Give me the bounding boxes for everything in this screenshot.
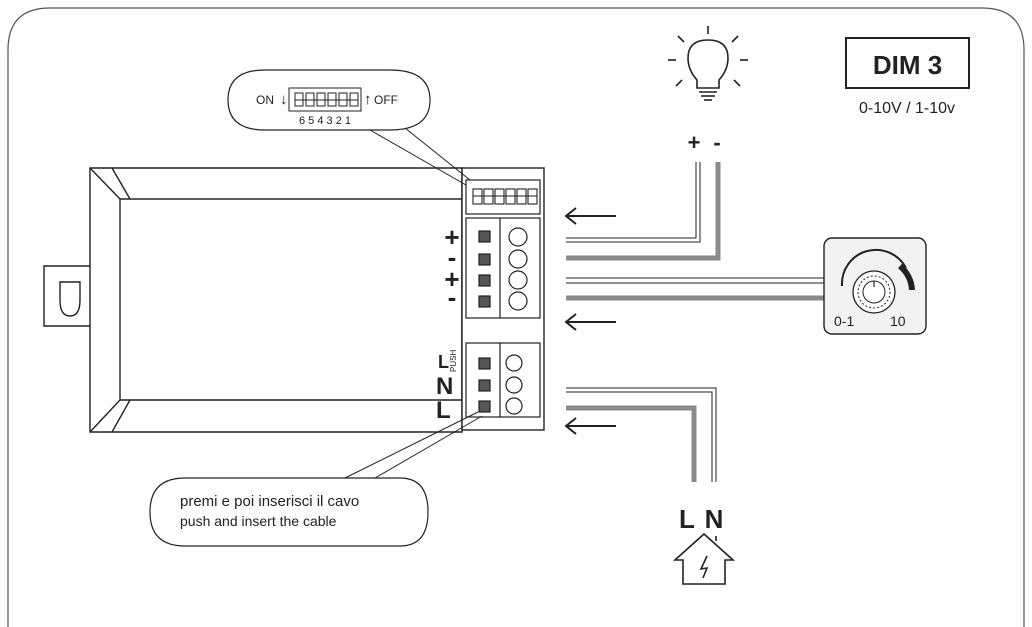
arrow-left-icon: [564, 417, 616, 435]
potentiometer-max-label: 10: [890, 313, 906, 329]
house-power-icon: [672, 532, 736, 585]
mains-terminal-block: [465, 342, 541, 418]
light-bulb-icon: [668, 26, 748, 101]
dim3-badge: DIM 3 0-10V / 1-10v: [845, 37, 970, 117]
push-label: PUSH: [449, 350, 458, 372]
badge-title: DIM 3: [873, 50, 942, 80]
mains-label-n: N: [436, 373, 453, 400]
dip-on-label: ON: [256, 93, 274, 107]
dip-switch-block: [465, 179, 541, 215]
supply-n-label: N: [705, 504, 724, 534]
badge-subtitle: 0-10V / 1-10v: [859, 100, 955, 117]
dim-terminal-sign-2: -: [448, 242, 457, 272]
dim-terminal-sign-3: +: [444, 264, 459, 294]
dip-off-label: OFF: [374, 93, 398, 107]
outer-frame: [7, 7, 1025, 627]
lamp-minus-label: -: [713, 130, 720, 155]
lamp-wires: [566, 162, 721, 261]
dip-numbers: 6 5 4 3 2 1: [299, 115, 351, 127]
callout-text-it: premi e poi inserisci il cavo: [180, 493, 359, 510]
potentiometer: [823, 237, 927, 335]
dip-on-arrow: ↓: [280, 91, 288, 108]
mains-label-l: L: [436, 397, 451, 424]
dim-terminal-block: [465, 217, 541, 319]
potentiometer-wires: [566, 277, 826, 301]
potentiometer-min-label: 0-1: [834, 313, 854, 329]
dim-terminal-sign-4: -: [448, 282, 457, 312]
mains-label-l-top: L: [438, 352, 449, 372]
arrow-left-icon: [564, 207, 616, 225]
dim-terminal-sign-1: +: [444, 222, 459, 252]
push-insert-callout: premi e poi inserisci il cavo push and i…: [149, 411, 483, 547]
supply-l-label: L: [679, 504, 695, 534]
dip-callout: ON ↓ ↑ OFF 6 5 4 3 2 1: [227, 69, 471, 186]
callout-text-en: push and insert the cable: [180, 513, 337, 529]
arrow-left-icon: [564, 313, 616, 331]
mains-wires: [566, 387, 717, 482]
dip-off-arrow: ↑: [364, 91, 372, 108]
lamp-plus-label: +: [688, 130, 701, 155]
